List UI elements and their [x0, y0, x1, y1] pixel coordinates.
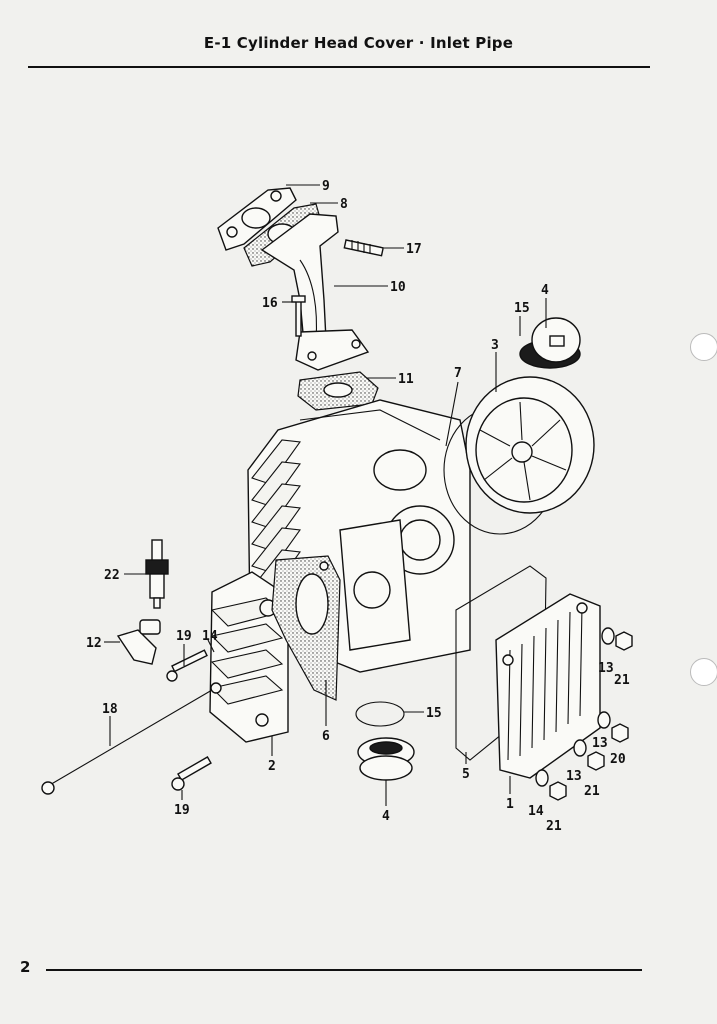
callout-21-b: 21 [584, 784, 600, 799]
leader-lines [104, 184, 547, 806]
callout-10: 10 [390, 280, 406, 295]
adjusting-hole-cap [357, 737, 415, 781]
callout-4-lower: 4 [382, 809, 390, 824]
callout-15-top: 15 [514, 301, 530, 316]
callout-3: 3 [491, 338, 499, 353]
callout-13-a: 13 [598, 661, 614, 676]
callout-8: 8 [340, 197, 348, 212]
cover-stud-bolt [41, 689, 213, 795]
callouts: 9 8 17 10 16 11 4 15 3 7 22 12 19 14 18 … [86, 179, 630, 834]
callout-19-lower: 19 [174, 803, 190, 818]
round-cover [465, 376, 595, 514]
callout-19-upper: 19 [176, 629, 192, 644]
callout-21-a: 21 [614, 673, 630, 688]
callout-2: 2 [268, 759, 276, 774]
callout-6: 6 [322, 729, 330, 744]
o-ring [355, 701, 405, 727]
tappet-cover-left [209, 571, 289, 743]
spark-plug [145, 539, 169, 609]
carburetor-gasket [297, 371, 379, 411]
inlet-pipe [260, 213, 370, 371]
callout-21-c: 21 [546, 819, 562, 834]
callout-14-right: 14 [528, 804, 544, 819]
callout-5: 5 [462, 767, 470, 782]
callout-16: 16 [262, 296, 278, 311]
washer-13a [601, 627, 615, 645]
washer-14 [535, 769, 549, 787]
nut-21c [549, 781, 567, 801]
callout-9: 9 [322, 179, 330, 194]
callout-18: 18 [102, 702, 118, 717]
callout-22: 22 [104, 568, 120, 583]
callout-17: 17 [406, 242, 422, 257]
washer-13c [573, 739, 587, 757]
tappet-cover-gasket-left [271, 555, 341, 701]
tappet-cover-right [495, 593, 601, 779]
callout-4-top: 4 [541, 283, 549, 298]
nut-21b [587, 751, 605, 771]
inlet-pipe-screw [291, 295, 306, 337]
inlet-insulator-flange [217, 187, 297, 251]
binder-hole-bottom [690, 658, 717, 686]
callout-1: 1 [506, 797, 514, 812]
oil-filler-cap [519, 317, 581, 369]
nut-20 [611, 723, 629, 743]
nut-21a [615, 631, 633, 651]
header-rule [28, 66, 650, 68]
cover-screw-lower [171, 756, 212, 791]
inlet-pipe-bolt [343, 239, 384, 257]
callout-7: 7 [454, 366, 462, 381]
callout-14-left: 14 [202, 629, 218, 644]
callout-12: 12 [86, 636, 102, 651]
page-title: E-1 Cylinder Head Cover · Inlet Pipe [203, 34, 514, 52]
footer-rule [46, 969, 642, 971]
cover-screw-upper [166, 649, 208, 682]
callout-11: 11 [398, 372, 414, 387]
binder-hole-top [690, 333, 717, 361]
callout-13-c: 13 [566, 769, 582, 784]
oil-pipe-fitting [116, 619, 161, 665]
washer-13b [597, 711, 611, 729]
callout-13-b: 13 [592, 736, 608, 751]
callout-15-lower: 15 [426, 706, 442, 721]
page-number: 2 [20, 958, 31, 976]
callout-20: 20 [610, 752, 626, 767]
